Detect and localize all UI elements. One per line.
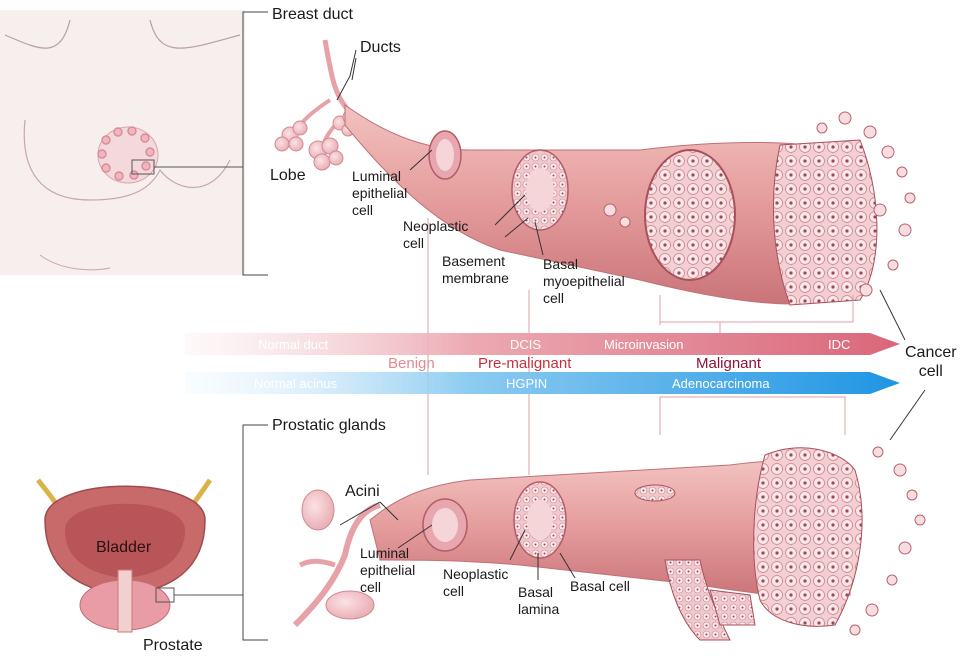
breast-duct-title: Breast duct <box>272 6 353 23</box>
breast-progression-arrow <box>185 333 900 355</box>
prostate-label: Prostate <box>143 637 203 654</box>
band-dcis: DCIS <box>510 337 542 352</box>
prostatic-gland-illustration <box>292 446 926 641</box>
prostate-stage-guides <box>659 396 846 435</box>
prostate-progression-arrow <box>185 372 900 394</box>
band-adenocarcinoma: Adenocarcinoma <box>672 376 770 391</box>
prostate-luminal-epithelial-cell-label: Luminal epithelial cell <box>360 545 416 595</box>
band-normal-duct: Normal duct <box>258 337 329 352</box>
bladder-prostate-figure <box>36 478 243 633</box>
prostate-leader-lines <box>339 389 926 580</box>
neoplastic-cell-label: Neoplastic cell <box>403 218 469 251</box>
basal-myoepithelial-cell-label: Basal myoepithelial cell <box>543 256 625 306</box>
ducts-label: Ducts <box>360 39 401 56</box>
band-idc: IDC <box>828 337 851 352</box>
basal-cell-label: Basal cell <box>570 578 630 594</box>
band-normal-acinus: Normal acinus <box>254 376 338 391</box>
prostatic-glands-title: Prostatic glands <box>272 417 386 434</box>
breast-leader-lines <box>336 49 906 341</box>
band-hgpin: HGPIN <box>506 376 548 391</box>
luminal-epithelial-cell-label: Luminal epithelial cell <box>352 168 408 218</box>
basement-membrane-label: Basement membrane <box>442 253 509 286</box>
torso-figure <box>0 10 245 275</box>
lobe-label: Lobe <box>270 167 306 184</box>
bladder-label: Bladder <box>96 539 152 556</box>
stage-benign: Benign <box>388 355 435 372</box>
stage-malignant: Malignant <box>696 355 762 372</box>
stage-premalignant: Pre-malignant <box>478 355 572 372</box>
basal-lamina-label: Basal lamina <box>518 584 560 617</box>
acini-label: Acini <box>345 483 380 500</box>
breast-duct-illustration <box>274 39 916 306</box>
band-microinvasion: Microinvasion <box>604 337 684 352</box>
prostate-neoplastic-cell-label: Neoplastic cell <box>443 566 509 599</box>
cancer-cell-label: Cancer cell <box>905 344 957 380</box>
